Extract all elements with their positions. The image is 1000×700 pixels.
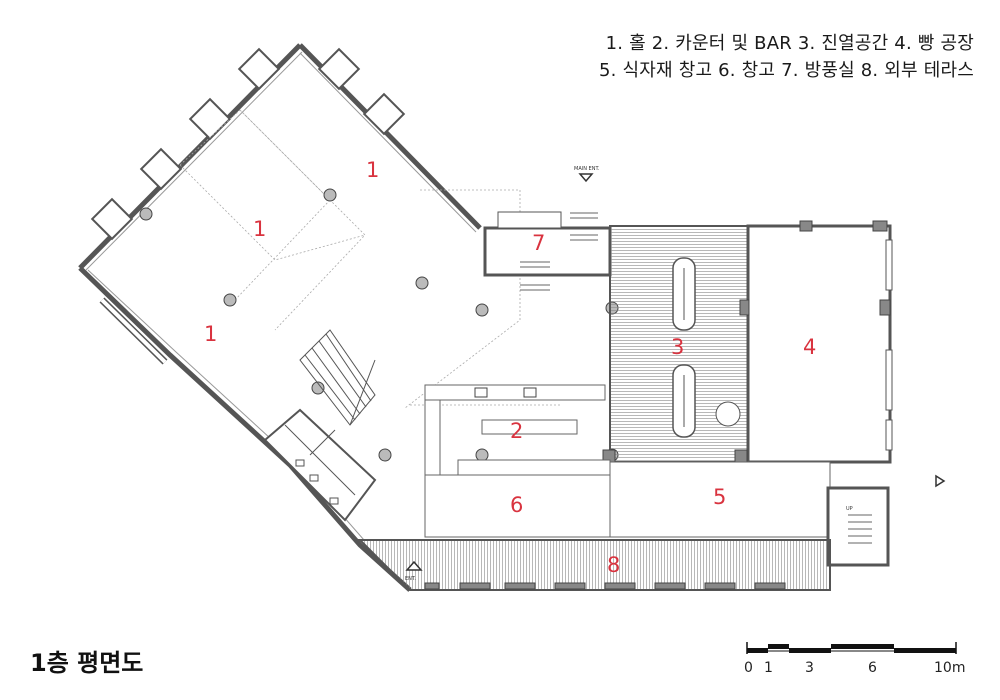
south-block bbox=[424, 384, 831, 538]
scale-bar: 0 1 3 6 10m bbox=[744, 640, 965, 680]
east-block bbox=[602, 220, 893, 464]
room-label-hall-c: 1 bbox=[204, 322, 217, 346]
stair-tower bbox=[826, 474, 946, 567]
hall-block bbox=[78, 43, 619, 592]
scale-tick-10: 10m bbox=[934, 660, 966, 676]
room-label-terrace: 8 bbox=[607, 553, 620, 577]
room-label-display: 3 bbox=[671, 335, 684, 359]
room-labels: 1 1 1 2 3 4 5 6 7 8 bbox=[204, 158, 816, 577]
room-label-hall-b: 1 bbox=[253, 217, 266, 241]
scale-tick-3: 3 bbox=[805, 660, 814, 676]
up-label: UP bbox=[846, 506, 853, 512]
main-entrance-label: MAIN ENT. bbox=[574, 166, 600, 172]
scale-bar-graphic bbox=[746, 642, 957, 654]
room-label-windbreak: 7 bbox=[532, 231, 545, 255]
room-label-hall-a: 1 bbox=[366, 158, 379, 182]
scale-tick-6: 6 bbox=[868, 660, 877, 676]
scale-tick-0: 0 bbox=[744, 660, 753, 676]
terrace bbox=[357, 539, 831, 591]
legend-line-1: 1. 홀 2. 카운터 및 BAR 3. 진열공간 4. 빵 공장 bbox=[605, 33, 974, 54]
scale-tick-1: 1 bbox=[764, 660, 773, 676]
plan-title: 1층 평면도 bbox=[30, 649, 144, 677]
room-label-counter: 2 bbox=[510, 419, 523, 443]
room-label-storage: 6 bbox=[510, 493, 523, 517]
room-label-bakery: 4 bbox=[803, 335, 816, 359]
room-label-food-storage: 5 bbox=[713, 485, 726, 509]
windbreak-room bbox=[483, 173, 612, 291]
entrance-label: ENT. bbox=[405, 576, 416, 582]
legend-line-2: 5. 식자재 창고 6. 창고 7. 방풍실 8. 외부 테라스 bbox=[599, 60, 974, 81]
room-legend: 1. 홀 2. 카운터 및 BAR 3. 진열공간 4. 빵 공장 5. 식자재… bbox=[599, 30, 974, 84]
